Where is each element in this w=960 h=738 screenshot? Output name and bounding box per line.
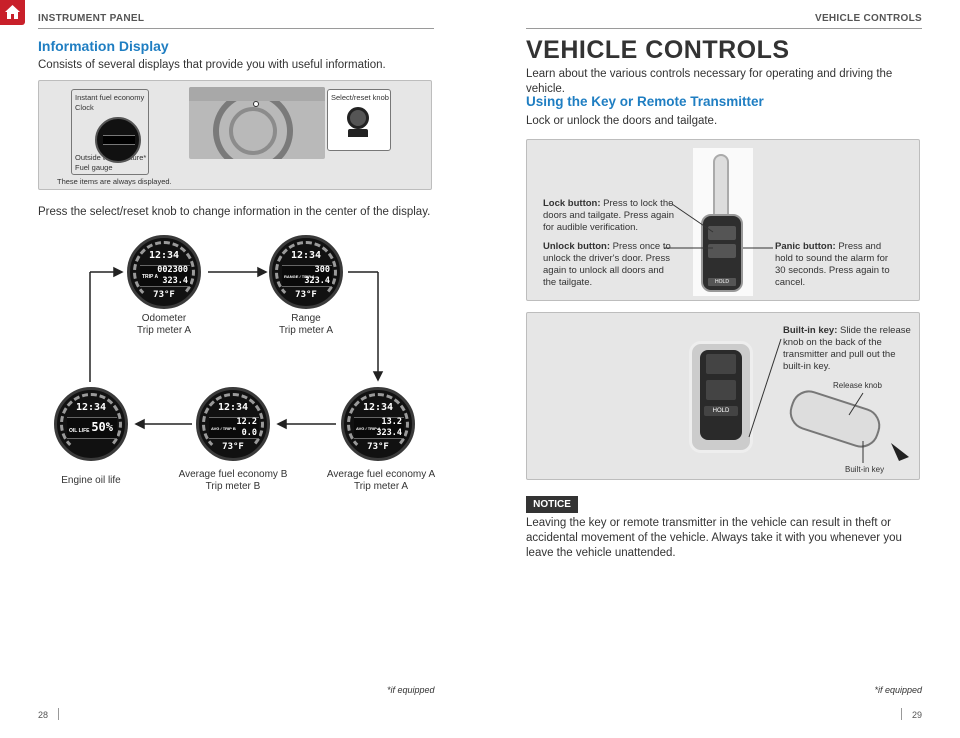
release-knob-label: Release knob — [833, 381, 882, 390]
gauge-line1: 002300 — [157, 265, 188, 275]
mini-gauge-illustration — [95, 117, 141, 163]
key-fob-photo: HOLD — [693, 148, 753, 296]
panic-button-desc: Panic button: Press and hold to sound th… — [775, 241, 895, 289]
builtin-key-text: Slide the release knob on the back of th… — [783, 325, 911, 372]
label-select-reset-knob: Select/reset knob — [331, 93, 389, 102]
gauge-temp: 73°F — [295, 290, 317, 300]
panic-button-term: Panic button: — [775, 241, 836, 252]
builtin-key-term: Built-in key: — [783, 325, 838, 336]
knob-pointer — [253, 101, 259, 107]
info-display-intro: Consists of several displays that provid… — [38, 59, 386, 71]
info-display-heading: Information Display — [38, 38, 169, 54]
dashboard-photo — [189, 87, 325, 159]
unlock-button-icon — [706, 380, 736, 400]
gauge-tag: TRIP A — [142, 274, 159, 280]
gauge-range: 12:34 300 RANGE / TRIP A 323.4 73°F — [269, 235, 343, 309]
unlock-button-text: Press once to unlock the driver's door. … — [543, 241, 671, 288]
gauge-tag: OIL LIFE — [69, 428, 90, 434]
footnote-right: *if equipped — [874, 685, 922, 695]
section-header-right: VEHICLE CONTROLS — [814, 13, 922, 24]
gauge-avg-a: 12:34 13.2 AVG / TRIP A 323.4 73°F — [341, 387, 415, 461]
gauge-tag: AVG / TRIP A — [356, 426, 381, 431]
label-always-displayed: These items are always displayed. — [57, 177, 172, 186]
smart-key-photo: HOLD — [689, 341, 753, 453]
home-icon — [5, 5, 20, 19]
lock-button-desc: Lock button: Press to lock the doors and… — [543, 198, 677, 234]
page-number-left: 28 — [38, 710, 49, 720]
lock-button-icon — [706, 354, 736, 374]
vehicle-controls-intro: Learn about the various controls necessa… — [526, 68, 893, 95]
label-instant-fuel: Instant fuel economy — [75, 93, 145, 102]
gauge-line2: 323.4 — [376, 428, 402, 438]
lock-button-term: Lock button: — [543, 198, 601, 209]
instruction-text: Press the select/reset knob to change in… — [38, 206, 431, 218]
label-fuel-gauge: Fuel gauge — [75, 163, 113, 172]
caption-line2: Trip meter A — [278, 325, 334, 336]
unlock-button-icon — [708, 244, 736, 258]
header-rule-right — [526, 28, 922, 29]
section-header-left: INSTRUMENT PANEL — [38, 13, 145, 24]
header-rule-left — [38, 28, 434, 29]
builtin-key-label: Built-in key — [845, 465, 885, 474]
dashboard-figure: Instant fuel economy Clock Outside tempe… — [38, 80, 432, 190]
caption-line2: Trip meter B — [205, 481, 261, 492]
key-remote-intro: Lock or unlock the doors and tailgate. — [526, 115, 718, 127]
key-remote-heading: Using the Key or Remote Transmitter — [526, 94, 764, 109]
pull-arrow-icon — [891, 443, 909, 461]
gauge-line2: 0.0 — [241, 428, 257, 438]
gauge-line1: 300 — [314, 265, 330, 275]
gauge-line2: 323.4 — [304, 276, 330, 286]
gauge-oil-percent: 50% — [91, 420, 113, 434]
flow-arrows — [89, 266, 384, 430]
lock-button-icon — [708, 226, 736, 240]
gauge-tag: RANGE / TRIP A — [284, 274, 315, 279]
gauge-oil-life: 12:34 OIL LIFE 50% — [54, 387, 128, 461]
caption-line1: Average fuel economy B — [178, 469, 288, 480]
gauge-line1: 13.2 — [381, 417, 402, 427]
gauge-clock: 12:34 — [148, 250, 180, 261]
gauge-temp: 73°F — [153, 290, 175, 300]
caption-range: Range Trip meter A — [247, 313, 365, 337]
lock-button-text: Press to lock the doors and tailgate. Pr… — [543, 198, 674, 233]
vehicle-controls-title: VEHICLE CONTROLS — [526, 36, 790, 64]
caption-line1: Range — [291, 313, 321, 324]
gauge-avg-b: 12:34 12.2 AVG / TRIP B 0.0 73°F — [196, 387, 270, 461]
smart-key-panel: Built-in key: Slide the release knob on … — [526, 312, 920, 480]
caption-oil-life: Engine oil life — [61, 475, 121, 486]
notice-text: Leaving the key or remote transmitter in… — [526, 517, 902, 559]
gauge-clock: 12:34 — [362, 402, 394, 413]
notice-badge: NOTICE — [526, 496, 578, 513]
caption-odometer: Odometer Trip meter A — [105, 313, 223, 337]
panic-button-text: Press and hold to sound the alarm for 30… — [775, 241, 890, 288]
gauge-line1: 12.2 — [236, 417, 257, 427]
panic-button-icon: HOLD — [708, 278, 736, 286]
gauge-temp: 73°F — [222, 442, 244, 452]
page-number-right: 29 — [911, 710, 922, 720]
caption-line2: Trip meter A — [353, 481, 409, 492]
footnote-left: *if equipped — [387, 685, 435, 695]
caption-avg-a: Average fuel economy A Trip meter A — [314, 469, 448, 493]
panic-button-icon: HOLD — [704, 406, 738, 416]
gauge-callout — [71, 89, 149, 175]
builtin-key-desc: Built-in key: Slide the release knob on … — [783, 325, 911, 373]
gauge-clock: 12:34 — [290, 250, 322, 261]
knob-icon — [347, 107, 369, 129]
gauge-tag: AVG / TRIP B — [211, 426, 236, 431]
caption-line1: Average fuel economy A — [326, 469, 436, 480]
caption-avg-b: Average fuel economy B Trip meter B — [166, 469, 300, 493]
home-button[interactable] — [0, 0, 25, 25]
gauge-odometer: 12:34 002300 TRIP A 323.4 73°F — [127, 235, 201, 309]
gauge-clock: 12:34 — [75, 402, 107, 413]
gauge-clock: 12:34 — [217, 402, 249, 413]
caption-line1: Odometer — [141, 313, 187, 324]
gauge-temp: 73°F — [367, 442, 389, 452]
label-clock: Clock — [75, 103, 94, 112]
key-fob-panel: Lock button: Press to lock the doors and… — [526, 139, 920, 301]
unlock-button-desc: Unlock button: Press once to unlock the … — [543, 241, 677, 289]
unlock-button-term: Unlock button: — [543, 241, 611, 252]
caption-line2: Trip meter A — [136, 325, 192, 336]
gauge-line2: 323.4 — [162, 276, 188, 286]
